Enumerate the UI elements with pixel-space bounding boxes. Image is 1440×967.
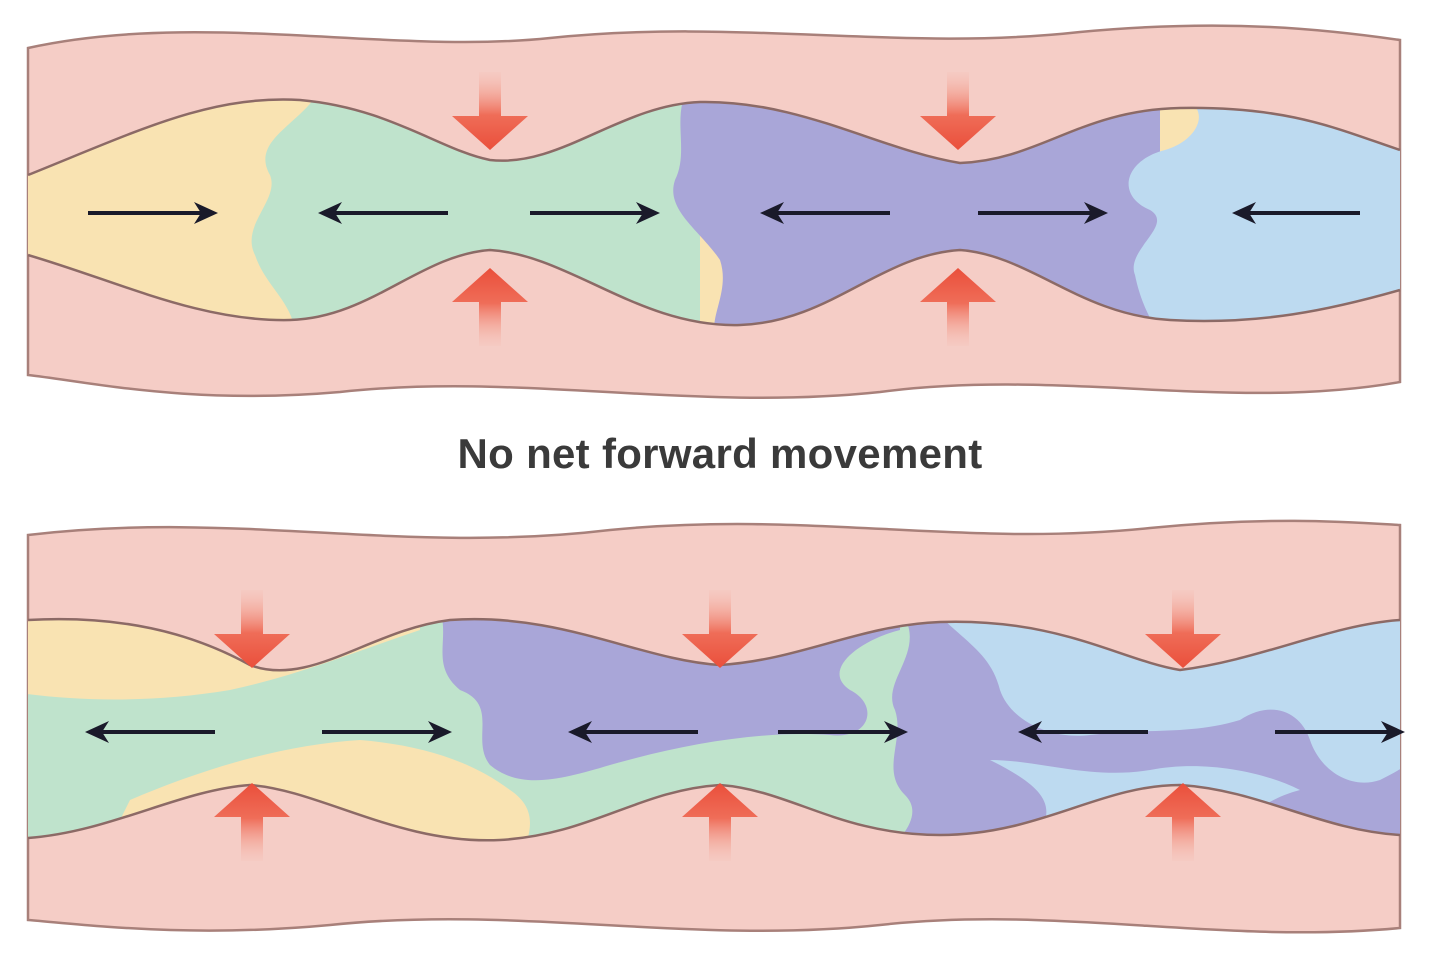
contraction-arrow-up-icon — [920, 268, 996, 346]
contraction-arrow-down-icon — [1145, 590, 1221, 668]
movement-arrow-right-icon — [978, 202, 1108, 224]
movement-arrow-left-icon — [1232, 202, 1360, 224]
contraction-arrow-down-icon — [682, 590, 758, 668]
contraction-arrow-up-icon — [682, 783, 758, 861]
bottom-intestine-panel — [26, 519, 1405, 934]
top-intestine-panel — [26, 24, 1402, 400]
movement-arrow-right-icon — [778, 721, 908, 743]
contraction-arrow-down-icon — [214, 590, 290, 668]
contraction-arrow-up-icon — [452, 268, 528, 346]
movement-arrow-left-icon — [1018, 721, 1148, 743]
chyme-contents — [28, 99, 1400, 326]
diagram-caption: No net forward movement — [457, 430, 983, 477]
movement-arrow-left-icon — [318, 202, 448, 224]
movement-arrow-right-icon — [1275, 721, 1405, 743]
movement-arrow-left-icon — [85, 721, 215, 743]
movement-arrow-right-icon — [530, 202, 660, 224]
contraction-arrow-down-icon — [920, 72, 996, 150]
movement-arrow-right-icon — [88, 202, 218, 224]
contraction-arrow-up-icon — [214, 783, 290, 861]
contraction-arrow-up-icon — [1145, 783, 1221, 861]
contraction-arrow-down-icon — [452, 72, 528, 150]
movement-arrow-right-icon — [322, 721, 452, 743]
movement-arrow-left-icon — [568, 721, 698, 743]
movement-arrow-left-icon — [760, 202, 890, 224]
lumen-outline — [27, 98, 1401, 327]
